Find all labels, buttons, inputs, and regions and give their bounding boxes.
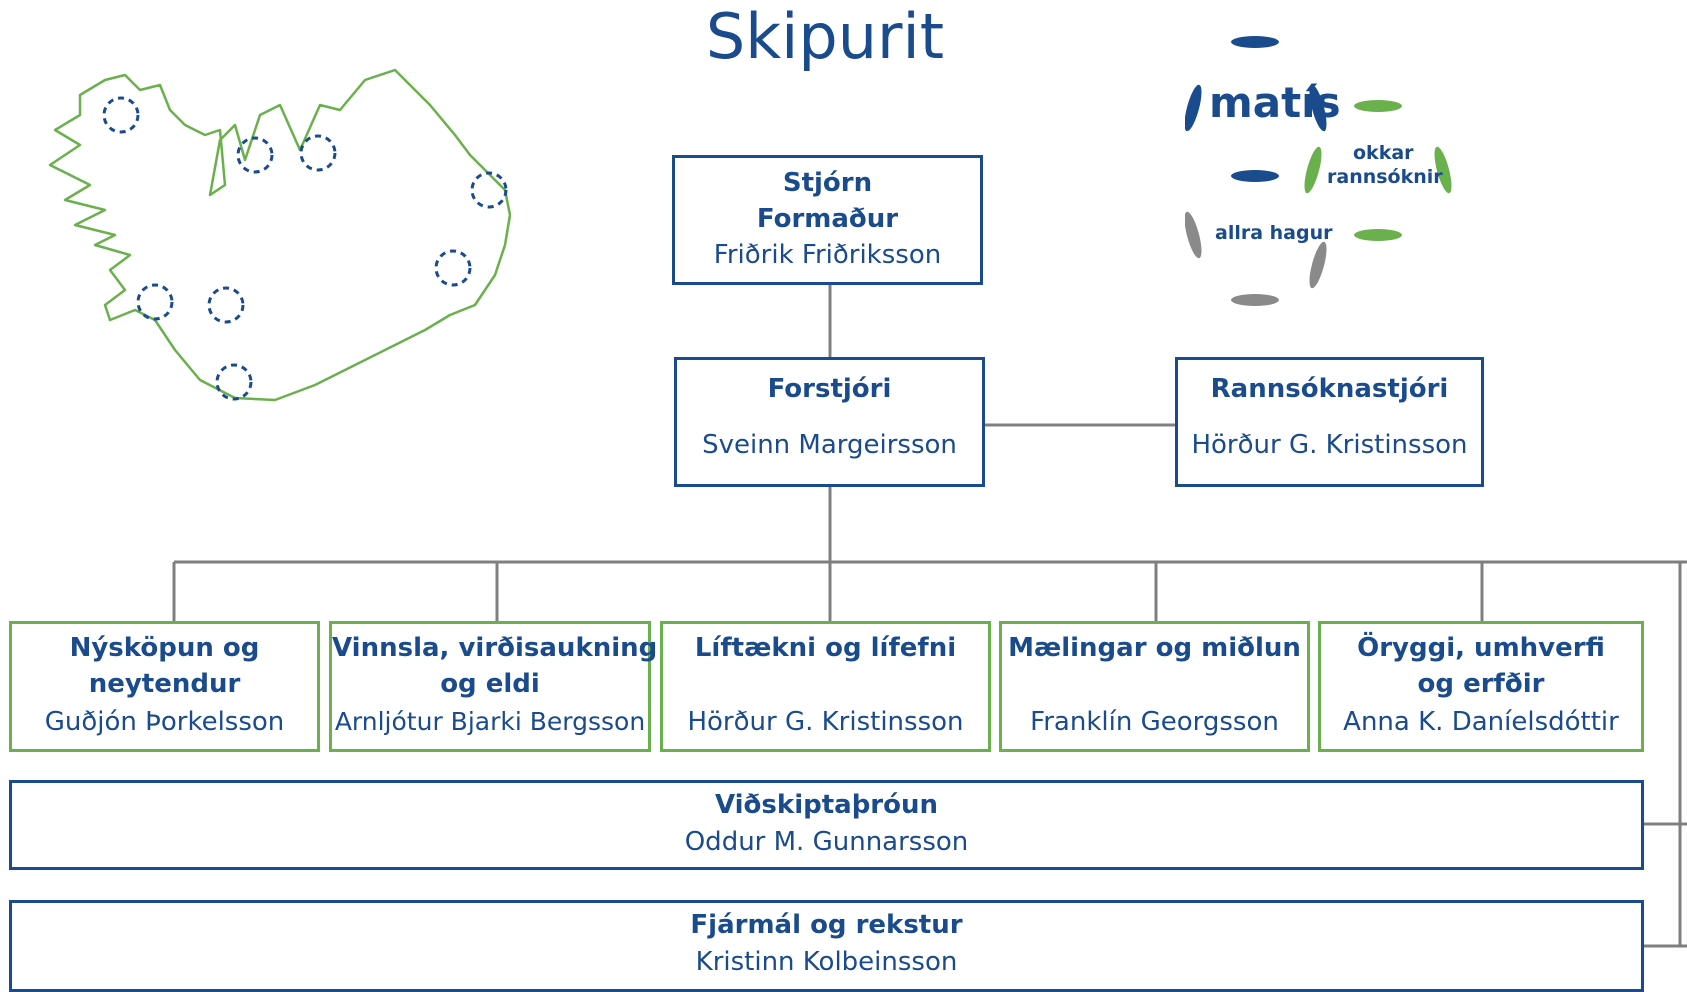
finance-title: Fjármál og rekstur	[690, 910, 963, 940]
division-title-line1: Vinnsla, virðisaukning	[332, 633, 658, 663]
board-title: Stjórn	[782, 168, 873, 198]
business-development-title: Viðskiptaþróun	[714, 790, 939, 820]
finance-name: Kristinn Kolbeinsson	[695, 947, 958, 977]
logo-tagline-rannsoknir: rannsóknir	[1327, 166, 1443, 188]
research-box: Rannsóknastjóri Hörður G. Kristinsson	[1175, 357, 1484, 487]
research-title: Rannsóknastjóri	[1210, 374, 1449, 404]
division-box: Öryggi, umhverfi og erfðir Anna K. Daníe…	[1318, 621, 1644, 752]
division-manager: Anna K. Daníelsdóttir	[1343, 707, 1619, 737]
page-title: Skipurit	[705, 0, 945, 73]
logo-brand: matís	[1209, 78, 1341, 127]
board-chair-name: Friðrik Friðriksson	[713, 240, 942, 270]
finance-box: Fjármál og rekstur Kristinn Kolbeinsson	[9, 900, 1644, 992]
business-development-box: Viðskiptaþróun Oddur M. Gunnarsson	[9, 780, 1644, 870]
division-manager: Franklín Georgsson	[1030, 707, 1279, 737]
division-title-line1: Mælingar og miðlun	[1008, 633, 1301, 663]
division-title-line2: og erfðir	[1417, 669, 1545, 699]
logo-tagline-allra-hagur: allra hagur	[1215, 222, 1333, 244]
division-manager: Arnljótur Bjarki Bergsson	[334, 707, 646, 736]
director-box: Forstjóri Sveinn Margeirsson	[674, 357, 985, 487]
research-name: Hörður G. Kristinsson	[1191, 430, 1468, 460]
director-name: Sveinn Margeirsson	[702, 430, 957, 460]
iceland-map	[48, 68, 512, 402]
division-title-line2: neytendur	[88, 669, 241, 699]
division-box: Mælingar og miðlun Franklín Georgsson	[999, 621, 1310, 752]
division-title-line1: Líftækni og lífefni	[694, 633, 957, 663]
board-box: Stjórn Formaður Friðrik Friðriksson	[672, 155, 983, 285]
director-title: Forstjóri	[767, 374, 892, 404]
division-box: Vinnsla, virðisaukning og eldi Arnljótur…	[329, 621, 658, 752]
division-title-line2: og eldi	[440, 669, 540, 699]
business-development-name: Oddur M. Gunnarsson	[684, 827, 969, 857]
logo-tagline-okkar: okkar	[1353, 142, 1414, 164]
division-manager: Hörður G. Kristinsson	[687, 707, 964, 737]
matis-logo: matís okkar rannsóknir allra hagur	[1184, 30, 1455, 330]
division-manager: Guðjón Þorkelsson	[44, 707, 285, 737]
division-title-line1: Öryggi, umhverfi	[1357, 633, 1605, 663]
division-box: Nýsköpun og neytendur Guðjón Þorkelsson	[9, 621, 320, 752]
board-chair-title: Formaður	[756, 204, 899, 234]
division-box: Líftækni og lífefni Hörður G. Kristinsso…	[660, 621, 991, 752]
division-title-line1: Nýsköpun og	[69, 633, 260, 663]
